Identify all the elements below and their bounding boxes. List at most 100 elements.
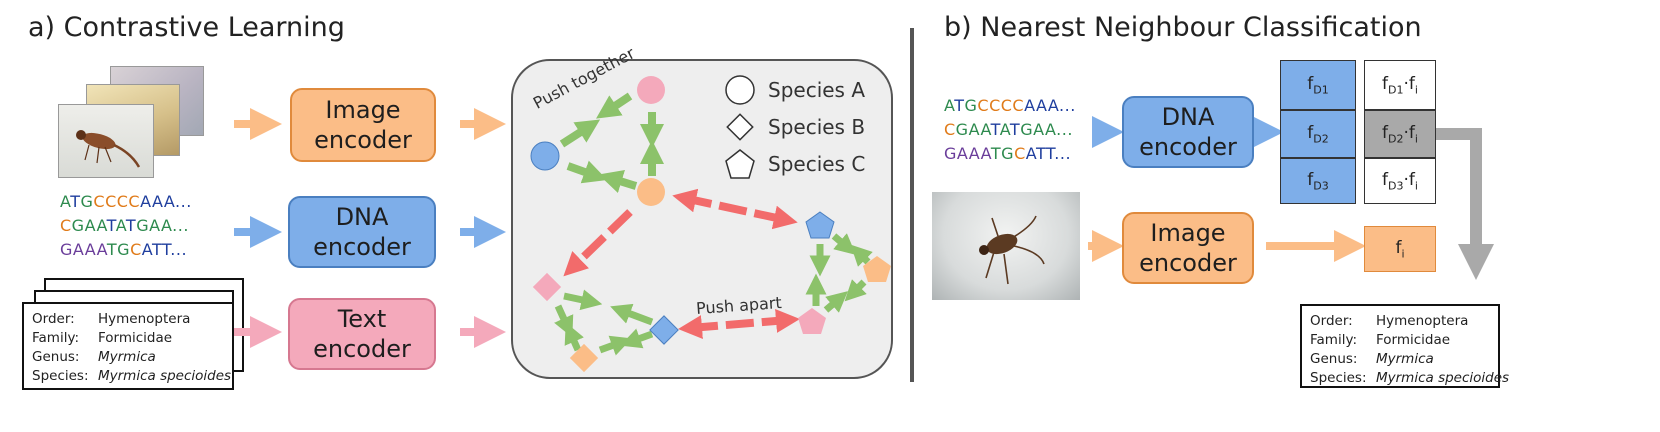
b-genus-key: Genus: bbox=[1310, 351, 1358, 367]
b-order-value: Hymenoptera bbox=[1376, 313, 1469, 329]
dna-segment: T bbox=[954, 96, 965, 115]
species-a-pink-circle bbox=[637, 76, 665, 104]
species-c-orange-pentagon bbox=[863, 256, 891, 282]
b-family-value: Formicidae bbox=[1376, 332, 1451, 348]
dna-segment: GAAA bbox=[60, 240, 107, 259]
symbol-subscript: i bbox=[1401, 247, 1405, 261]
b-dna-encoder-line2: encoder bbox=[1139, 133, 1237, 161]
species-b-pink-diamond bbox=[532, 272, 562, 302]
image-encoder-line2: encoder bbox=[314, 126, 412, 154]
symbol-base: f bbox=[1307, 169, 1314, 190]
arrow-green-18 bbox=[823, 291, 848, 313]
query-insect-image bbox=[932, 192, 1080, 300]
b-image-encoder-line2: encoder bbox=[1139, 249, 1237, 277]
dna-segment: TG bbox=[990, 144, 1015, 163]
symbol-subscript: D3 bbox=[1388, 179, 1404, 193]
arrow-green-2 bbox=[596, 92, 633, 119]
legend-circle-icon bbox=[725, 75, 755, 105]
dna-segment: CCCC bbox=[977, 96, 1025, 115]
dna-segment: T bbox=[70, 192, 81, 211]
symbol-base: ·f bbox=[1403, 73, 1415, 94]
dna-segment: T bbox=[106, 216, 116, 235]
arrow-green-17 bbox=[844, 279, 867, 302]
symbol-base: f bbox=[1395, 237, 1402, 258]
arrow-green-14 bbox=[850, 244, 873, 267]
symbol-base: ·f bbox=[1403, 169, 1415, 190]
genus-value: Myrmica bbox=[98, 349, 156, 365]
arrow-green-1 bbox=[559, 119, 601, 148]
text-encoder-box: Text encoder bbox=[288, 298, 436, 370]
fd3-label: fD3 bbox=[1307, 170, 1328, 192]
symbol-base: ·f bbox=[1403, 122, 1415, 143]
species-c-pink-pentagon bbox=[798, 308, 826, 334]
legend-species-a: Species A bbox=[768, 78, 866, 102]
b-image-encoder-box: Image encoder bbox=[1122, 212, 1254, 284]
dna-segment: A bbox=[999, 120, 1010, 139]
arrow-red-1 bbox=[672, 188, 798, 230]
dot2-label: fD2·fi bbox=[1382, 123, 1418, 145]
dna-segment: AAA... bbox=[140, 192, 192, 211]
arrow-red-2 bbox=[563, 209, 633, 277]
fd1-cell: fD1 bbox=[1280, 60, 1356, 110]
fi-label: fi bbox=[1395, 238, 1404, 260]
dot2-cell: fD2·fi bbox=[1364, 110, 1436, 158]
dna-segment: G bbox=[964, 96, 978, 115]
arrow-red-3 bbox=[678, 309, 800, 339]
dna-segment: C bbox=[130, 240, 142, 259]
symbol-subscript: D3 bbox=[1313, 179, 1329, 193]
taxonomy-card-b: Order: Hymenoptera Family: Formicidae Genu… bbox=[1300, 304, 1509, 388]
taxonomy-card-a: Order:Hymenoptera Family:Formicidae Genu… bbox=[22, 302, 234, 390]
symbol-base: f bbox=[1307, 122, 1314, 143]
arrow-green-6 bbox=[598, 170, 638, 193]
text-encoder-line2: encoder bbox=[313, 335, 411, 363]
b-family-key: Family: bbox=[1310, 332, 1358, 348]
dna-segment: G bbox=[80, 192, 94, 211]
b-dna-encoder-box: DNA encoder bbox=[1122, 96, 1254, 168]
insect-image-front bbox=[58, 104, 154, 178]
dna-segment: GAA... bbox=[1020, 120, 1073, 139]
b-species-value: Myrmica specioides bbox=[1376, 370, 1510, 386]
arrow-green-10 bbox=[564, 322, 584, 352]
arrow-green-12 bbox=[620, 328, 654, 349]
dna-seq-b-2: CGAATATGAA... bbox=[944, 118, 1076, 142]
dna-segment: CCCC bbox=[93, 192, 141, 211]
fd1-label: fD1 bbox=[1307, 74, 1328, 96]
arrow-green-7 bbox=[563, 289, 603, 311]
dna-seq-3: GAAATGCATT... bbox=[60, 238, 192, 262]
dot1-label: fD1·fi bbox=[1382, 74, 1418, 96]
dna-seq-b-3: GAAATGCATT... bbox=[944, 142, 1076, 166]
symbol-base: f bbox=[1382, 73, 1389, 94]
b-species-key: Species: bbox=[1310, 370, 1367, 386]
species-value: Myrmica specioides bbox=[98, 368, 232, 384]
b-order-key: Order: bbox=[1310, 313, 1353, 329]
dna-segment: T bbox=[1009, 120, 1021, 139]
dna-segment: T bbox=[990, 120, 1000, 139]
dot1-cell: fD1·fi bbox=[1364, 60, 1436, 110]
dna-segment: TG bbox=[106, 240, 131, 259]
dna-sequences-a: ATGCCCCAAA... CGAATATGAA... GAAATGCATT..… bbox=[60, 190, 192, 262]
family-key: Family: bbox=[32, 330, 80, 346]
dna-segment: A bbox=[944, 96, 955, 115]
legend-diamond-icon bbox=[726, 113, 754, 141]
fi-cell: fi bbox=[1364, 226, 1436, 272]
text-encoder-line1: Text bbox=[337, 305, 387, 333]
dna-segment: A bbox=[60, 192, 71, 211]
arrow-green-5 bbox=[566, 160, 608, 184]
order-key: Order: bbox=[32, 311, 75, 327]
dot3-label: fD3·fi bbox=[1382, 170, 1418, 192]
symbol-base: f bbox=[1307, 73, 1314, 94]
symbol-base: f bbox=[1382, 169, 1389, 190]
dna-segment: A bbox=[115, 216, 126, 235]
dna-encoder-box: DNA encoder bbox=[288, 196, 436, 268]
genus-key: Genus: bbox=[32, 349, 80, 365]
dna-sequences-b: ATGCCCCAAA... CGAATATGAA... GAAATGCATT..… bbox=[944, 94, 1076, 166]
species-b-blue-diamond bbox=[649, 315, 679, 345]
panel-a-title: a) Contrastive Learning bbox=[28, 12, 345, 43]
dna-segment: GAAA bbox=[944, 144, 991, 163]
image-encoder-line1: Image bbox=[325, 96, 401, 124]
dna-encoder-line1: DNA bbox=[335, 203, 389, 231]
dna-seq-1: ATGCCCCAAA... bbox=[60, 190, 192, 214]
species-b-orange-diamond bbox=[569, 343, 599, 373]
arrow-green-11 bbox=[598, 335, 632, 356]
